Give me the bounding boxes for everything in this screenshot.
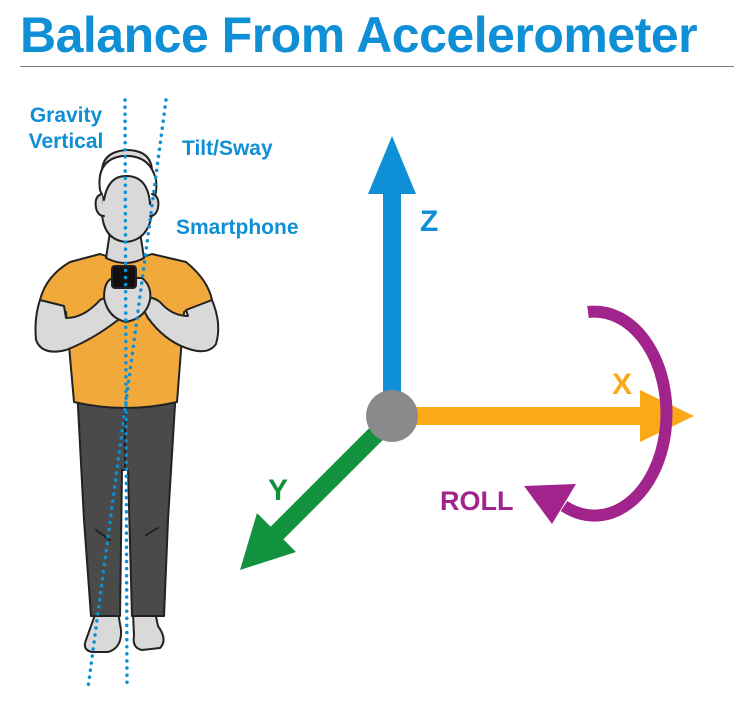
z-axis-label: Z	[420, 205, 438, 238]
title-divider	[20, 66, 734, 67]
page-title: Balance From Accelerometer	[20, 7, 698, 63]
z-axis-arrow	[368, 136, 416, 395]
gravity-label-line1: Gravity	[30, 104, 103, 127]
roll-arrowhead	[524, 484, 576, 524]
y-axis-label: Y	[268, 474, 288, 507]
roll-arc	[560, 305, 673, 522]
right-foot	[132, 611, 165, 651]
tilt-sway-line	[86, 98, 168, 690]
tilt-sway-label: Tilt/Sway	[182, 137, 273, 160]
arm-right	[137, 296, 220, 353]
x-axis-label: X	[612, 368, 632, 401]
ear-left	[94, 193, 105, 217]
smartphone-label: Smartphone	[176, 216, 299, 239]
y-axis-arrow	[240, 413, 397, 570]
gravity-vertical-line	[123, 98, 129, 690]
gravity-label-line2: Vertical	[29, 130, 104, 153]
left-foot	[83, 611, 123, 653]
x-axis-arrow	[392, 390, 694, 442]
roll-label: ROLL	[440, 486, 514, 516]
axis-origin	[366, 390, 418, 442]
arm-left	[34, 296, 127, 353]
